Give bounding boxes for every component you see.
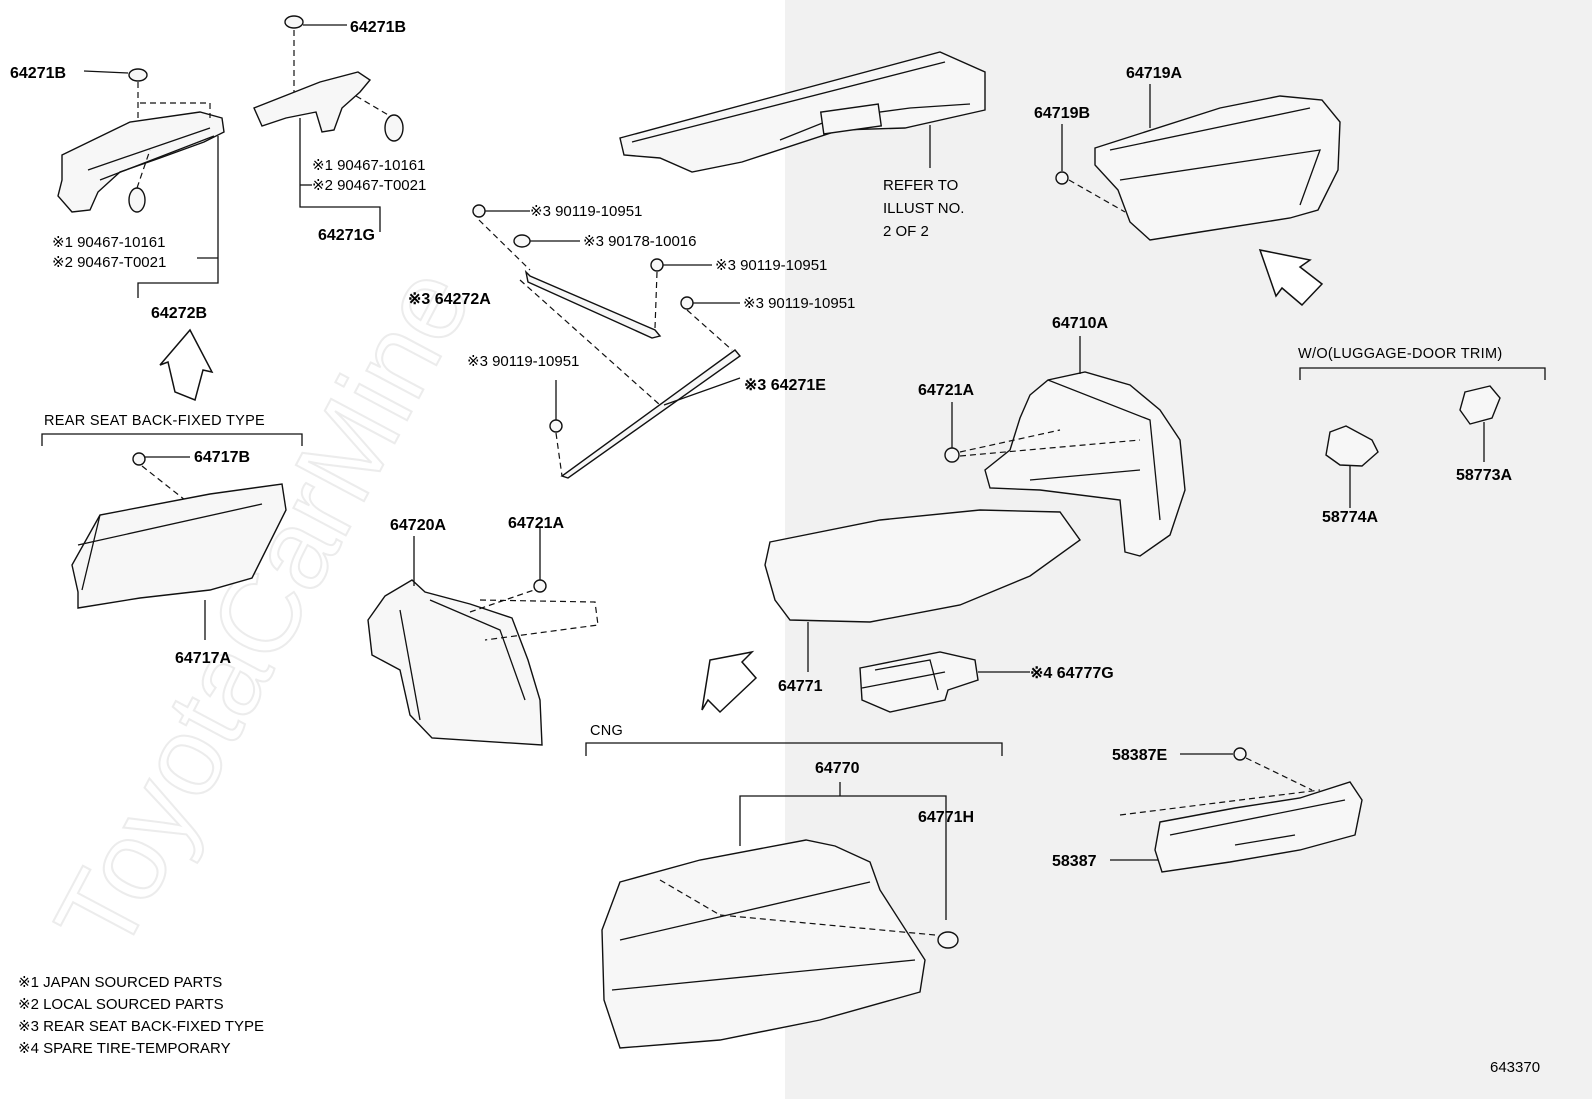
group-bracket-wo-luggage	[1299, 367, 1546, 380]
label-64271B-top: 64271B	[350, 19, 406, 36]
direction-arrow-left	[159, 328, 214, 402]
legend-item-2: ※2 LOCAL SOURCED PARTS	[18, 996, 224, 1013]
stays-and-bolts-group	[472, 204, 742, 479]
label-64771H: 64771H	[918, 809, 974, 826]
stay-64272A	[524, 269, 662, 339]
label-64271G: 64271G	[318, 227, 375, 244]
stay-64271E	[560, 349, 742, 479]
label-clip-left-2: ※2 90467-T0021	[52, 254, 166, 271]
label-clip-mid-1: ※1 90467-10161	[312, 157, 426, 174]
label-64719B: 64719B	[1034, 105, 1090, 122]
clip-64719B	[1055, 171, 1069, 185]
label-64777G: ※4 64777G	[1030, 665, 1114, 682]
direction-arrow-right	[1258, 249, 1324, 307]
label-64719A: 64719A	[1126, 65, 1182, 82]
label-58773A: 58773A	[1456, 467, 1512, 484]
label-clip-left-1: ※1 90467-10161	[52, 234, 166, 251]
label-58774A: 58774A	[1322, 509, 1378, 526]
label-64710A: 64710A	[1052, 315, 1108, 332]
rear-seat-back-board-64717A	[71, 483, 287, 609]
nut-1	[513, 234, 531, 248]
clip-64271B-top	[284, 15, 304, 29]
cng-tank-cover-64770	[601, 839, 926, 1049]
legend-item-4: ※4 SPARE TIRE-TEMPORARY	[18, 1040, 231, 1057]
label-64720A: 64720A	[390, 517, 446, 534]
label-58387: 58387	[1052, 853, 1097, 870]
part-64271G-group	[253, 15, 404, 232]
part-64272B-group	[57, 68, 225, 298]
label-64721A-high: 64721A	[918, 382, 974, 399]
label-64721A-low: 64721A	[508, 515, 564, 532]
label-bolt-1: ※3 90119-10951	[530, 203, 642, 220]
label-64271B-left: 64271B	[10, 65, 66, 82]
label-64717B: 64717B	[194, 449, 250, 466]
refer-note-line-2: ILLUST NO.	[883, 200, 964, 217]
side-trim-left-64720A	[367, 579, 543, 746]
clip-64721A-low	[533, 579, 547, 593]
label-nut-1: ※3 90178-10016	[583, 233, 697, 250]
legend-item-3: ※3 REAR SEAT BACK-FIXED TYPE	[18, 1018, 264, 1035]
label-64271E: ※3 64271E	[744, 377, 826, 394]
bolt-4	[549, 419, 563, 433]
label-64717A: 64717A	[175, 650, 231, 667]
side-trim-right-64710A	[984, 371, 1186, 557]
label-clip-mid-2: ※2 90467-T0021	[312, 177, 426, 194]
label-bolt-4: ※3 90119-10951	[467, 353, 579, 370]
trunk-floor-mat-64771	[764, 509, 1081, 623]
clip-90467-mid	[384, 114, 404, 142]
refer-note-line-1: REFER TO	[883, 177, 958, 194]
luggage-door-trim-64719A	[1094, 95, 1341, 241]
legend-item-1: ※1 JAPAN SOURCED PARTS	[18, 974, 222, 991]
direction-arrow-center	[701, 650, 758, 714]
diagram-id: 643370	[1490, 1059, 1540, 1076]
group-bracket-rear-seat	[41, 433, 303, 446]
label-bolt-3: ※3 90119-10951	[743, 295, 855, 312]
group-header-wo-luggage-door-trim: W/O(LUGGAGE-DOOR TRIM)	[1298, 346, 1503, 362]
refer-note-line-3: 2 OF 2	[883, 223, 929, 240]
part-64720A-group	[367, 528, 599, 746]
clip-90467-left	[128, 187, 146, 213]
group-bracket-cng	[585, 742, 1003, 756]
scuff-plate-58387	[1154, 781, 1363, 873]
group-header-rear-seat-back-fixed: REAR SEAT BACK-FIXED TYPE	[44, 413, 265, 429]
cover-58773A	[1459, 385, 1501, 425]
clip-64721A-high	[944, 447, 960, 463]
clip-64771H	[937, 931, 959, 949]
label-58387E: 58387E	[1112, 747, 1167, 764]
label-64272A: ※3 64272A	[408, 291, 491, 308]
label-64770: 64770	[815, 760, 860, 777]
label-64272B: 64272B	[151, 305, 207, 322]
clip-64271B-left	[128, 68, 148, 82]
part-64710A-group	[944, 336, 1186, 557]
clip-64717B	[132, 452, 146, 466]
group-header-cng: CNG	[590, 723, 623, 739]
label-bolt-2: ※3 90119-10951	[715, 257, 827, 274]
part-64719A-group	[1055, 84, 1341, 241]
clip-58387E	[1233, 747, 1247, 761]
rear-side-trim-bracket-right	[253, 71, 372, 133]
cover-58774A	[1325, 425, 1379, 467]
footnote-legend: ※1 JAPAN SOURCED PARTS ※2 LOCAL SOURCED …	[18, 974, 264, 1057]
package-tray-group	[619, 51, 986, 173]
bolt-3	[680, 296, 694, 310]
bolt-1	[472, 204, 486, 218]
bolt-2	[650, 258, 664, 272]
label-64771: 64771	[778, 678, 823, 695]
